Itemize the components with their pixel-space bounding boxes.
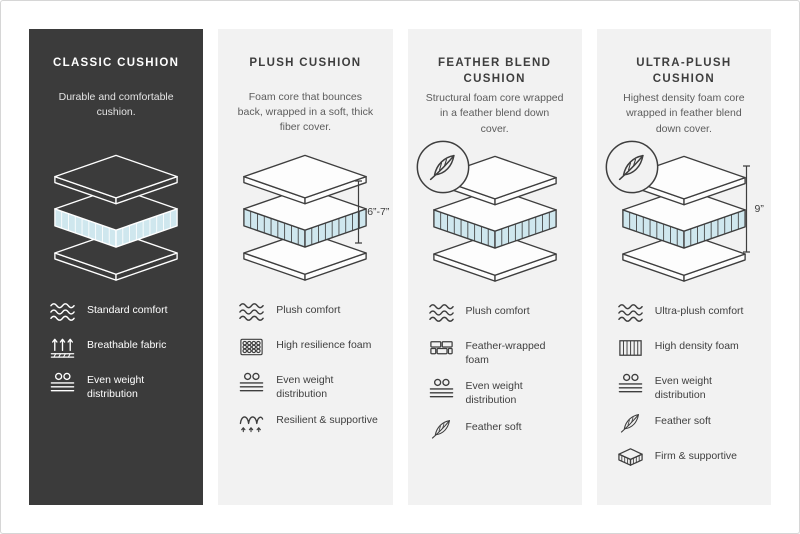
panel-description: Durable and comfortable cushion.	[58, 91, 174, 119]
feature-item: Standard comfort	[49, 300, 189, 326]
feature-label: Plush comfort	[276, 304, 341, 316]
panel-description: Foam core that bounces back, wrapped in …	[237, 91, 374, 134]
feature-item: Even weight distribution	[49, 370, 189, 401]
feature-item: Resilient & supportive	[238, 410, 378, 436]
feature-item: Ultra-plush comfort	[617, 301, 757, 327]
cushion-diagram: 9”	[605, 140, 764, 285]
feature-item: Even weight distribution	[428, 376, 568, 407]
feature-label: High density foam	[654, 340, 739, 353]
dimension-label: 6”-7”	[367, 206, 390, 218]
feature-label: Resilient & supportive	[276, 414, 378, 427]
layered-cushion-icon	[237, 152, 373, 281]
panel-ultra-plush-cushion: ULTRA-PLUSH CUSHION Highest density foam…	[596, 29, 771, 505]
feature-item: Breathable fabric	[49, 335, 189, 361]
feature-item: Feather soft	[617, 411, 757, 437]
feature-item: Plush comfort	[238, 300, 378, 326]
feature-label: Firm & supportive	[654, 450, 738, 463]
feature-label: Ultra-plush comfort	[654, 305, 744, 318]
waves-icon	[49, 300, 76, 324]
feature-item: High resilience foam	[238, 335, 378, 361]
feature-list: Ultra-plush comfort High density foam Ev…	[611, 301, 757, 472]
dimension-marker: 9”	[742, 165, 764, 253]
spring-icon	[238, 410, 265, 434]
waves-icon	[617, 301, 644, 325]
density-lines-icon	[617, 336, 644, 360]
panel-plush-cushion: PLUSH CUSHION Foam core that bounces bac…	[218, 29, 393, 505]
weight-distribution-icon	[238, 370, 265, 394]
dimension-label: 9”	[754, 203, 764, 216]
feather-badge-icon	[416, 140, 470, 194]
weight-distribution-icon	[617, 371, 644, 395]
weight-distribution-icon	[428, 376, 455, 400]
breathable-arrows-icon	[49, 335, 76, 359]
panel-title: FEATHER BLEND CUSHION	[438, 57, 552, 86]
feature-list: Plush comfort Feather-wrapped foam Even …	[422, 301, 568, 443]
feather-badge-icon	[605, 140, 659, 194]
foam-bricks-icon	[428, 336, 455, 360]
feature-list: Plush comfort High resilience foam Even …	[232, 300, 378, 436]
feature-label: Even weight distribution	[276, 374, 334, 400]
feature-item: Feather soft	[428, 417, 568, 443]
panel-title: PLUSH CUSHION	[249, 57, 362, 69]
feature-item: Plush comfort	[428, 301, 568, 327]
panel-feather-blend-cushion: FEATHER BLEND CUSHION Structural foam co…	[407, 29, 582, 505]
feature-label: Feather soft	[465, 420, 522, 433]
panel-title: ULTRA-PLUSH CUSHION	[636, 57, 732, 86]
layered-cushion-icon	[48, 152, 184, 281]
panel-title: CLASSIC CUSHION	[53, 57, 180, 69]
dimension-line-icon	[742, 165, 750, 253]
feature-label: Even weight distribution	[87, 374, 145, 400]
feature-item: Firm & supportive	[617, 446, 757, 472]
cushion-diagram	[48, 152, 184, 284]
feature-item: Feather-wrapped foam	[428, 336, 568, 367]
weight-distribution-icon	[49, 370, 76, 394]
feather-icon	[431, 419, 450, 439]
feature-label: Plush comfort	[465, 305, 530, 318]
cushion-diagram	[416, 140, 563, 285]
feature-item: High density foam	[617, 336, 757, 362]
waves-icon	[428, 301, 455, 325]
feature-label: Breathable fabric	[87, 339, 167, 351]
feature-label: Feather-wrapped foam	[465, 340, 546, 366]
waves-icon	[238, 300, 265, 324]
feature-label: Even weight distribution	[654, 375, 712, 401]
panel-description: Highest density foam core wrapped in fea…	[623, 92, 745, 135]
feature-label: High resilience foam	[276, 339, 372, 351]
panel-description: Structural foam core wrapped in a feathe…	[425, 92, 564, 135]
panel-classic-cushion: CLASSIC CUSHION Durable and comfortable …	[29, 29, 204, 505]
feature-list: Standard comfort Breathable fabric Even …	[43, 300, 189, 401]
feature-label: Even weight distribution	[465, 380, 523, 407]
dimension-marker: 6”-7”	[354, 180, 389, 244]
cushion-diagram: 6”-7”	[237, 152, 389, 284]
dimension-line-icon	[355, 180, 363, 244]
foam-bubbles-icon	[238, 335, 265, 359]
feature-item: Even weight distribution	[617, 371, 757, 402]
feature-item: Even weight distribution	[238, 370, 378, 401]
firm-slab-icon	[617, 446, 644, 470]
feather-icon	[620, 414, 639, 434]
feature-label: Feather soft	[654, 415, 711, 428]
feature-label: Standard comfort	[87, 304, 168, 316]
